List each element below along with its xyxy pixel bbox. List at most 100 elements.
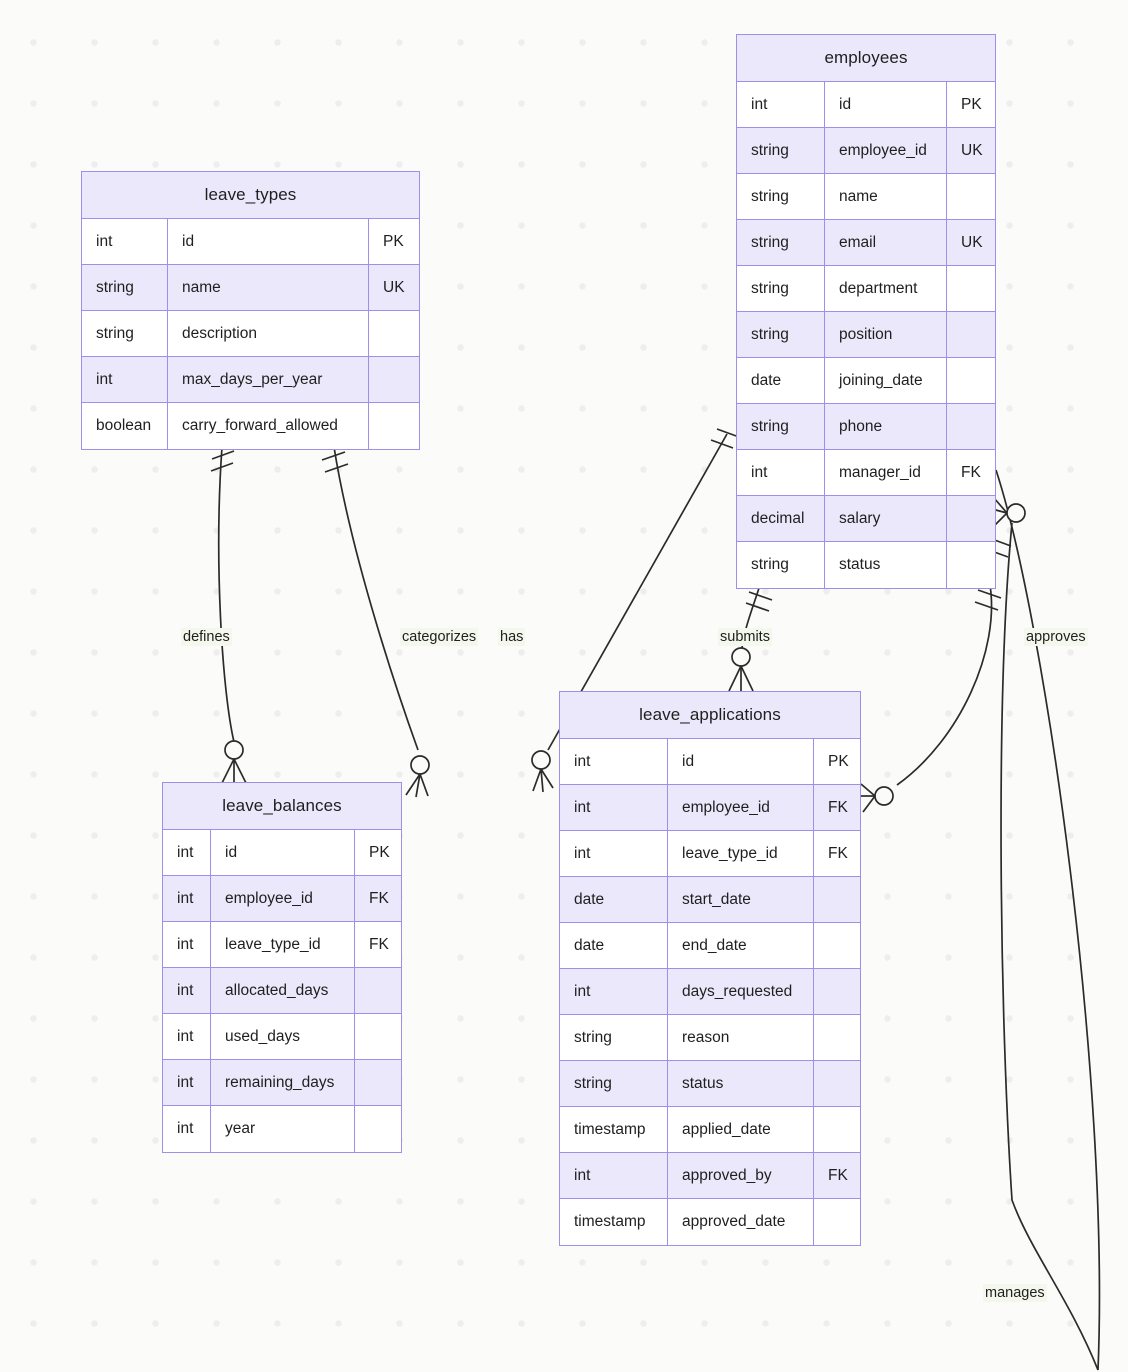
attribute-key-badge bbox=[355, 1060, 401, 1105]
attribute-type: string bbox=[560, 1015, 668, 1060]
attribute-key-badge bbox=[947, 496, 995, 541]
card-zero-circle-approves bbox=[874, 786, 894, 806]
attribute-key-badge bbox=[369, 357, 419, 402]
attribute-name: description bbox=[168, 311, 369, 356]
attribute-name: employee_id bbox=[668, 785, 814, 830]
attribute-type: string bbox=[737, 404, 825, 449]
attribute-name: used_days bbox=[211, 1014, 355, 1059]
attribute-type: string bbox=[560, 1061, 668, 1106]
attribute-key-badge: PK bbox=[828, 752, 849, 770]
relationship-label-submits: submits bbox=[718, 628, 772, 646]
crowfoot-approves-c bbox=[862, 795, 876, 813]
attribute-key-badge: PK bbox=[369, 843, 390, 861]
relationship-label-approves: approves bbox=[1024, 628, 1088, 646]
card-one-bar-has-b bbox=[710, 439, 734, 449]
attribute-name: salary bbox=[825, 496, 947, 541]
attribute-type: boolean bbox=[82, 403, 168, 449]
attribute-key-badge bbox=[355, 968, 401, 1013]
attribute-type: string bbox=[737, 312, 825, 357]
attribute-name: start_date bbox=[668, 877, 814, 922]
relationship-label-manages: manages bbox=[983, 1284, 1047, 1302]
attribute-key-badge bbox=[369, 311, 419, 356]
attribute-name: applied_date bbox=[668, 1107, 814, 1152]
attribute-name: approved_date bbox=[668, 1199, 814, 1245]
attribute-key-badge bbox=[814, 877, 860, 922]
attribute-name: reason bbox=[668, 1015, 814, 1060]
attribute-name: carry_forward_allowed bbox=[168, 403, 369, 449]
attribute-key-badge bbox=[355, 1014, 401, 1059]
attribute-type: string bbox=[737, 266, 825, 311]
relationship-line-defines bbox=[210, 446, 247, 784]
card-one-bar-approves-a bbox=[977, 589, 1002, 599]
card-zero-circle-categorizes bbox=[410, 755, 430, 775]
attribute-name: id bbox=[211, 830, 355, 875]
entity-title-leave-applications: leave_applications bbox=[560, 692, 860, 739]
attribute-type: int bbox=[737, 82, 825, 127]
card-one-bar-submits-a bbox=[748, 591, 773, 601]
attribute-name: employee_id bbox=[825, 128, 947, 173]
attribute-name: id bbox=[825, 82, 947, 127]
attribute-key-badge bbox=[814, 1107, 860, 1152]
card-one-bar-submits-b bbox=[745, 602, 770, 612]
crowfoot-categorizes-a bbox=[405, 773, 421, 796]
attribute-key-badge bbox=[947, 312, 995, 357]
attribute-name: approved_by bbox=[668, 1153, 814, 1198]
crowfoot-submits-a bbox=[728, 665, 742, 692]
attribute-type: date bbox=[560, 923, 668, 968]
attribute-name: employee_id bbox=[211, 876, 355, 921]
crowfoot-defines-a bbox=[221, 758, 235, 784]
attribute-type: int bbox=[163, 830, 211, 875]
attribute-type: int bbox=[560, 785, 668, 830]
attribute-name: name bbox=[825, 174, 947, 219]
attribute-type: int bbox=[560, 739, 668, 784]
attribute-name: status bbox=[668, 1061, 814, 1106]
attribute-key-badge bbox=[814, 1015, 860, 1060]
attribute-type: int bbox=[163, 922, 211, 967]
attribute-name: name bbox=[168, 265, 369, 310]
crowfoot-categorizes-b bbox=[415, 773, 421, 798]
attribute-name: days_requested bbox=[668, 969, 814, 1014]
attribute-key-badge bbox=[369, 403, 419, 449]
relationship-label-defines: defines bbox=[181, 628, 232, 646]
attribute-key-badge bbox=[947, 404, 995, 449]
crowfoot-defines-c bbox=[233, 758, 247, 784]
crowfoot-has-b bbox=[540, 768, 544, 793]
card-one-bar-categorizes-a bbox=[321, 451, 346, 461]
attribute-type: int bbox=[163, 1014, 211, 1059]
crowfoot-categorizes-c bbox=[419, 773, 429, 797]
attribute-name: remaining_days bbox=[211, 1060, 355, 1105]
relationship-line-categorizes bbox=[321, 446, 430, 798]
entity-title-leave-types: leave_types bbox=[82, 172, 419, 219]
attribute-type: string bbox=[737, 128, 825, 173]
crowfoot-approves-a bbox=[860, 783, 876, 797]
attribute-type: int bbox=[82, 357, 168, 402]
card-one-bar-defines-b bbox=[210, 462, 234, 472]
attribute-name: id bbox=[168, 219, 369, 264]
attribute-name: joining_date bbox=[825, 358, 947, 403]
relationship-line-manages bbox=[985, 469, 1101, 1371]
attribute-name: manager_id bbox=[825, 450, 947, 495]
attribute-key-badge: PK bbox=[961, 95, 982, 113]
attribute-type: string bbox=[737, 220, 825, 265]
